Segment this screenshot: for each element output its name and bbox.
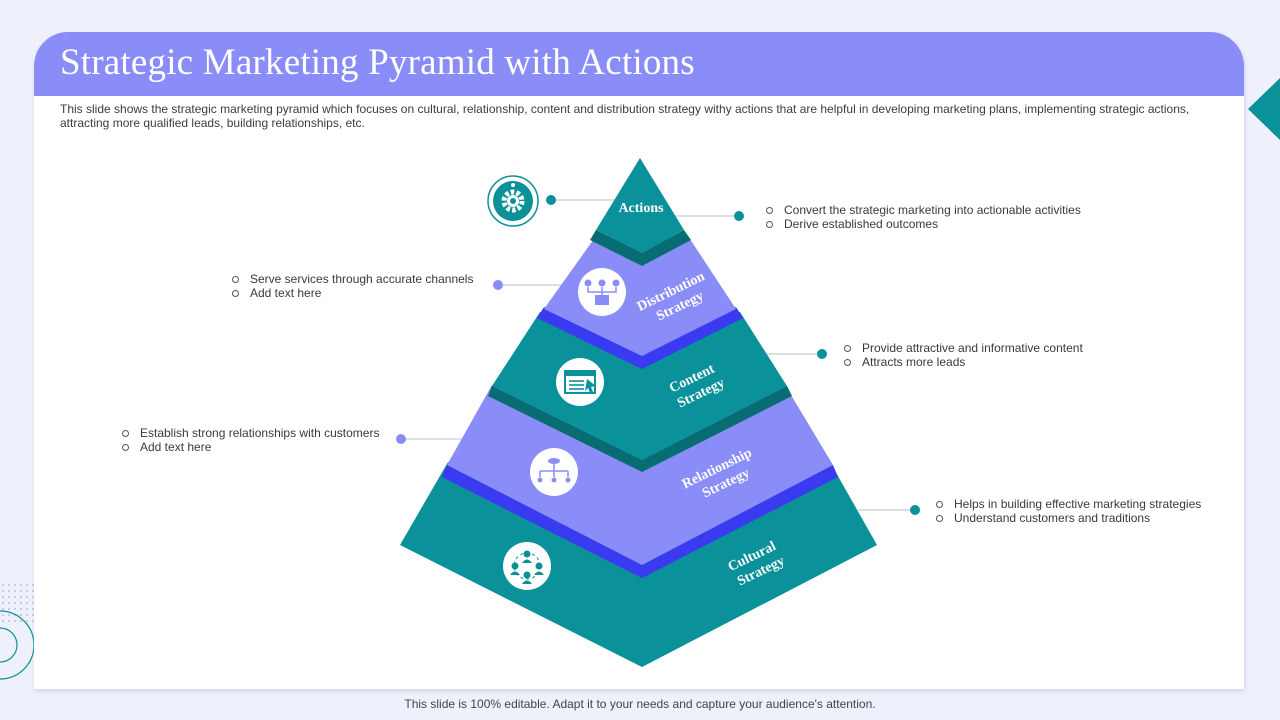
list-item: Convert the strategic marketing into act… [765,203,1081,217]
page-title: Strategic Marketing Pyramid with Actions [60,42,695,83]
list-item: Derive established outcomes [765,217,1081,231]
content-browser-icon [556,358,604,406]
decorative-triangle [1248,78,1280,140]
list-item: Helps in building effective marketing st… [935,497,1201,511]
header-bar: Strategic Marketing Pyramid with Actions [34,32,1244,96]
people-network-icon [503,542,551,590]
cultural-points: Helps in building effective marketing st… [935,497,1201,525]
band-content [537,307,743,369]
tier-actions [596,158,684,253]
tier-label-actions: Actions [618,201,664,216]
tier-relationship [447,385,833,565]
list-item: Add text here [121,440,379,454]
band-distribution [590,230,691,266]
list-item: Understand customers and traditions [935,511,1201,525]
list-item: Add text here [231,286,473,300]
list-item: Serve services through accurate channels [231,272,473,286]
page-subtitle: This slide shows the strategic marketing… [60,102,1190,130]
tier-content [492,312,787,460]
list-item: Attracts more leads [843,355,1083,369]
relationship-points: Establish strong relationships with cust… [121,426,379,454]
gear-icon [487,175,539,227]
list-item: Establish strong relationships with cust… [121,426,379,440]
tier-distribution [544,236,736,356]
hierarchy-icon [530,448,578,496]
list-item: Provide attractive and informative conte… [843,341,1083,355]
distribution-network-icon [578,268,626,316]
actions-points: Convert the strategic marketing into act… [765,203,1081,231]
content-points: Provide attractive and informative conte… [843,341,1083,369]
distribution-points: Serve services through accurate channels… [231,272,473,300]
footer-note: This slide is 100% editable. Adapt it to… [404,697,876,711]
connector-dots [396,195,920,515]
